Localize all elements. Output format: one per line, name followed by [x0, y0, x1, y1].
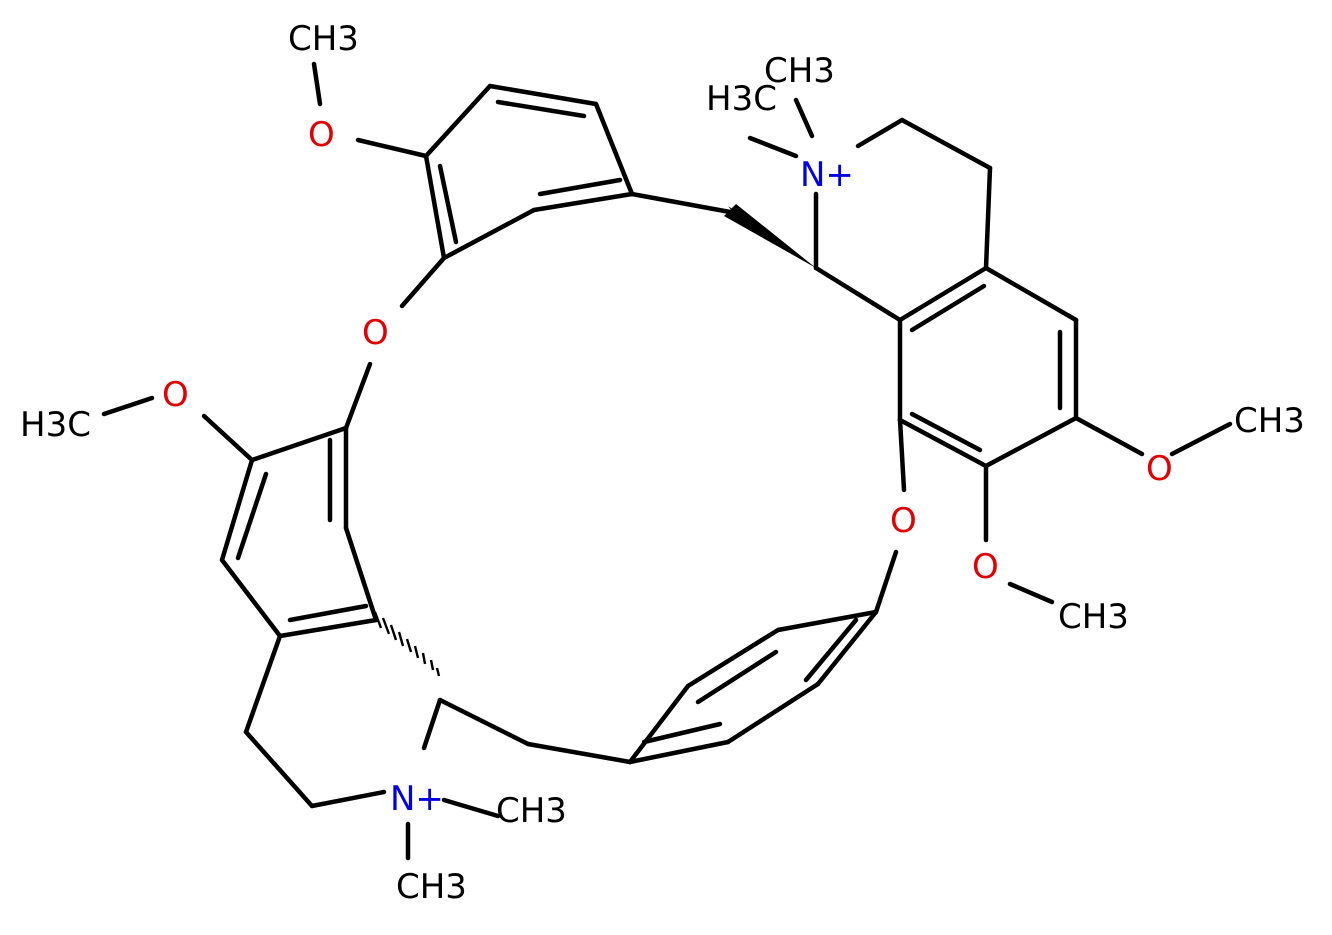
- atom-ch3-right: CH3: [1234, 401, 1305, 441]
- atom-ch3-n-top: CH3: [764, 51, 835, 91]
- atom-labels: O CH3 O O H3C N+ CH3 H3C O CH3 O O CH3 N…: [20, 19, 1305, 907]
- atom-ch3-right-lower: CH3: [1058, 597, 1129, 637]
- wedge-bond-top-fill: [724, 204, 816, 268]
- atom-ch3-top: CH3: [288, 19, 359, 59]
- bonds: [101, 61, 1233, 861]
- atom-o-left: O: [162, 375, 189, 415]
- atom-n-top: N+: [800, 155, 854, 195]
- atom-ch3-n-bottom-right: CH3: [496, 791, 567, 831]
- atom-h3c-n-top: H3C: [706, 79, 777, 119]
- atom-o-top: O: [308, 115, 335, 155]
- atom-o-right-lower: O: [972, 547, 999, 587]
- atom-h3c-left: H3C: [20, 405, 91, 445]
- atom-o-ring-left: O: [362, 313, 389, 353]
- atom-ch3-n-bottom: CH3: [396, 867, 467, 907]
- atom-o-ring-right: O: [890, 501, 917, 541]
- atom-o-right: O: [1146, 449, 1173, 489]
- hash-bond-bottom: [373, 611, 441, 677]
- atom-n-bottom: N+: [390, 779, 444, 819]
